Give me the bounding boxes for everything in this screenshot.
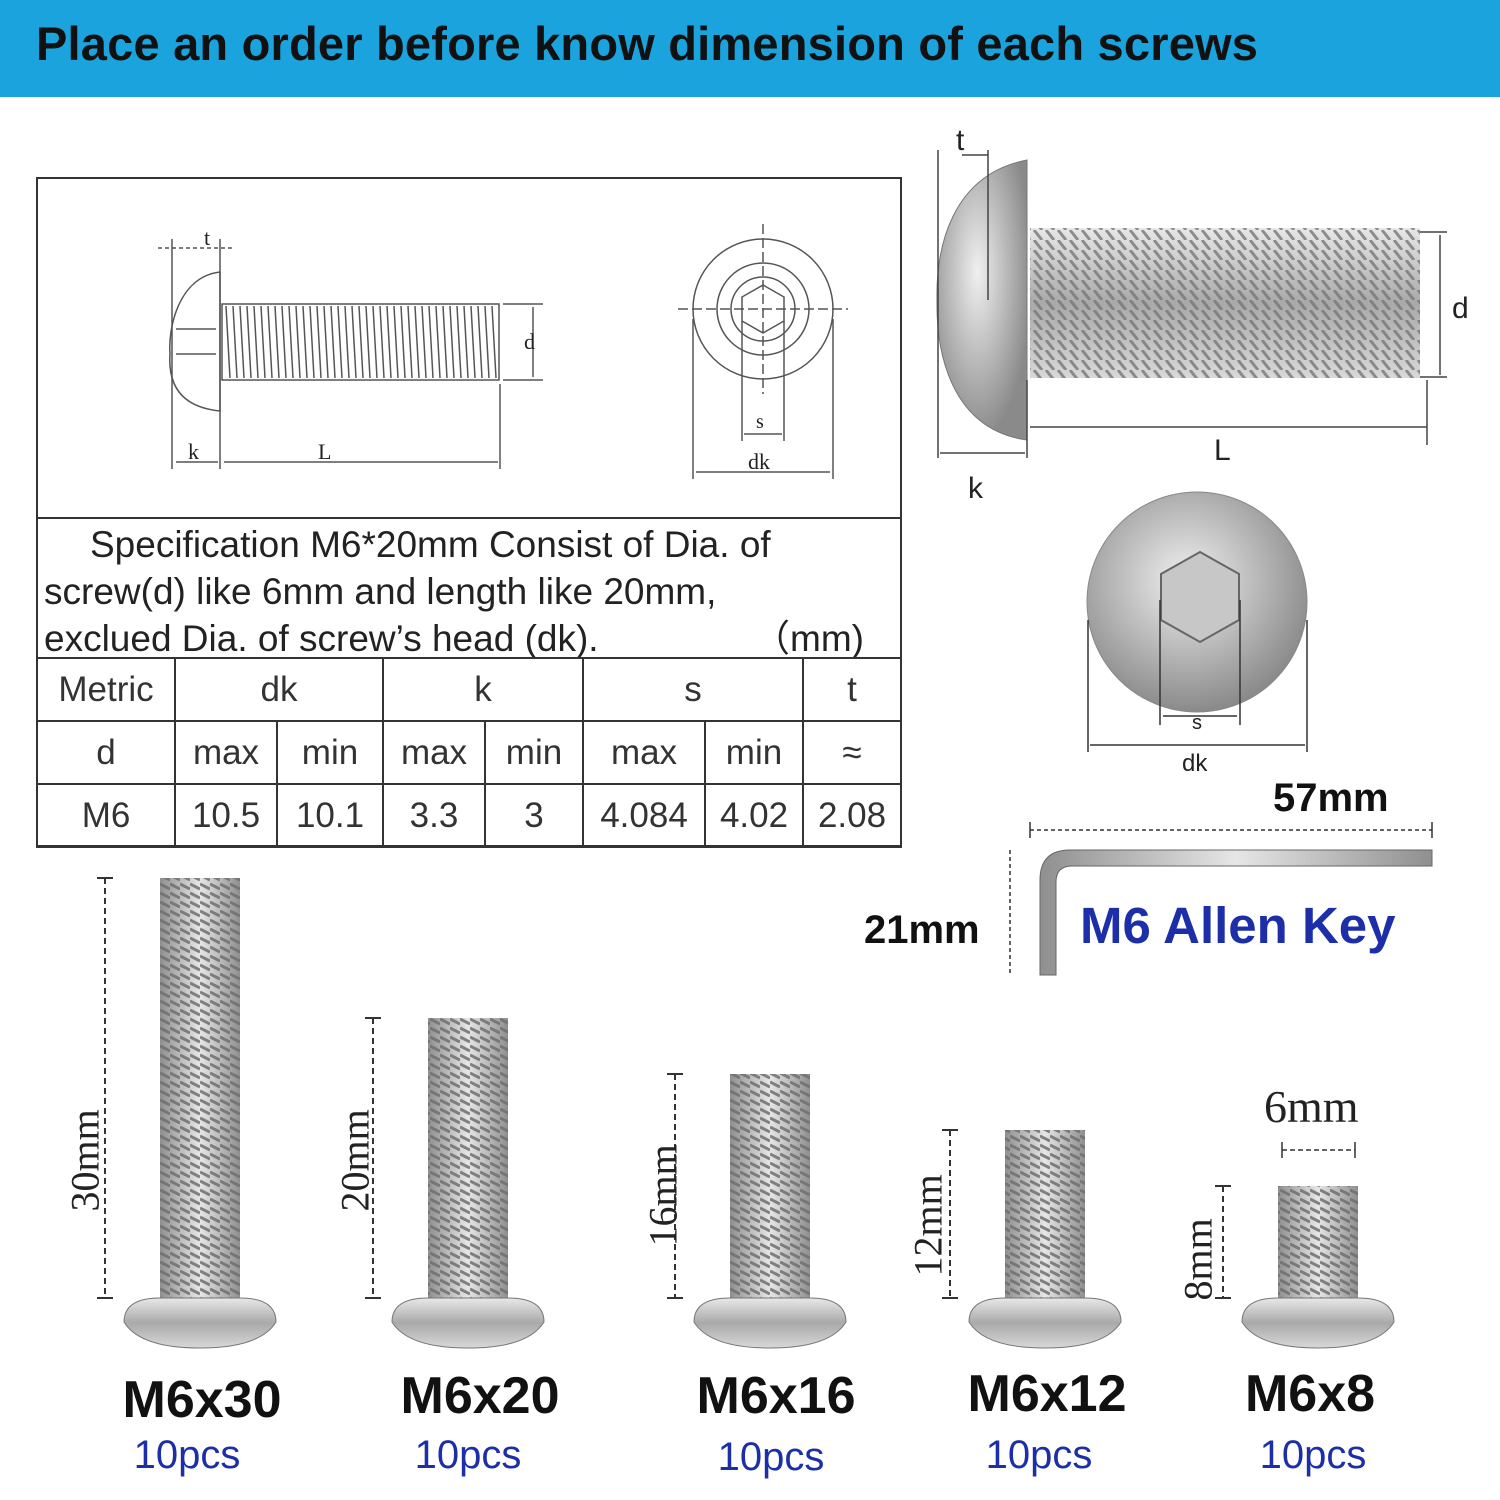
drawing-shank xyxy=(221,303,500,381)
drawing-label-dk: dk xyxy=(748,449,770,474)
table-cell: min xyxy=(704,720,804,785)
screw-m6x8 xyxy=(1215,1185,1395,1349)
table-cell: M6 xyxy=(36,783,176,848)
table-cell: 3.3 xyxy=(382,783,486,848)
screw-length-label: 16mm xyxy=(640,1144,686,1247)
table-cell: 2.08 xyxy=(802,783,902,848)
table-cell: max xyxy=(582,720,706,785)
specification-panel: t d k L s dk Specification M6*20mm Consi… xyxy=(36,177,902,848)
table-cell: 4.084 xyxy=(582,783,706,848)
thread-diameter-label: 6mm xyxy=(1264,1081,1359,1132)
screw-m6x12 xyxy=(942,1129,1122,1349)
screw-end-photo xyxy=(1086,491,1308,752)
screw-drawing-svg xyxy=(158,224,848,479)
screw-length-label: 12mm xyxy=(905,1174,951,1277)
screw-qty-label: 10pcs xyxy=(985,1433,1093,1477)
drawing-head xyxy=(169,271,221,412)
table-cell: d xyxy=(36,720,176,785)
photo-label-dk: dk xyxy=(1182,750,1208,777)
table-cell: 10.1 xyxy=(276,783,384,848)
drawing-label-L: L xyxy=(318,439,332,464)
table-header-row: Metric dk k s t xyxy=(36,657,902,722)
table-cell: 3 xyxy=(484,783,584,848)
spec-note-line-1: Specification M6*20mm Consist of Dia. of xyxy=(90,524,771,565)
photo-label-t: t xyxy=(956,124,965,157)
photo-label-d: d xyxy=(1452,292,1469,325)
banner-title: Place an order before know dimension of … xyxy=(36,17,1259,70)
screw-qty-label: 10pcs xyxy=(1259,1433,1367,1477)
photo-label-s: s xyxy=(1192,712,1202,734)
screw-size-label: M6x8 xyxy=(1244,1365,1376,1423)
screw-m6x20 xyxy=(365,1017,545,1349)
table-cell: s xyxy=(582,657,804,722)
drawing-label-s: s xyxy=(756,411,764,433)
drawing-label-t: t xyxy=(204,225,211,250)
table-cell: min xyxy=(484,720,584,785)
screw-set xyxy=(97,877,1395,1349)
allen-key-drawing xyxy=(1009,822,1433,976)
screw-size-label: M6x20 xyxy=(400,1367,560,1425)
screw-length-label: 8mm xyxy=(1175,1218,1221,1301)
drawing-label-d: d xyxy=(524,329,535,354)
screw-m6x30 xyxy=(97,877,277,1349)
screw-length-label: 20mm xyxy=(332,1109,378,1212)
title-banner: Place an order before know dimension of … xyxy=(0,0,1500,97)
table-cell: ≈ xyxy=(802,720,902,785)
table-cell: k xyxy=(382,657,584,722)
spec-note-line-2: screw(d) like 6mm and length like 20mm, xyxy=(44,571,717,612)
photo-label-k: k xyxy=(968,472,983,505)
table-cell: dk xyxy=(174,657,384,722)
spec-unit: （mm) xyxy=(753,618,864,659)
drawing-hex-socket xyxy=(741,284,785,334)
table-data-row: M6 10.5 10.1 3.3 3 4.084 4.02 2.08 xyxy=(36,783,902,848)
screw-size-label: M6x16 xyxy=(696,1367,856,1425)
technical-drawing: t d k L s dk xyxy=(38,179,900,519)
specification-note: Specification M6*20mm Consist of Dia. of… xyxy=(44,521,894,662)
drawing-label-k: k xyxy=(188,439,199,464)
dimension-table: Metric dk k s t d max min max min max mi… xyxy=(36,657,902,848)
allen-key-length: 57mm xyxy=(1273,776,1389,820)
table-subheader-row: d max min max min max min ≈ xyxy=(36,720,902,785)
spec-note-line-3: exclued Dia. of screw’s head (dk). xyxy=(44,618,599,659)
diameter-marker xyxy=(1281,1142,1356,1158)
screw-m6x16 xyxy=(667,1073,847,1349)
allen-key-title: M6 Allen Key xyxy=(1080,897,1396,954)
screw-size-label: M6x12 xyxy=(967,1365,1127,1423)
table-cell: Metric xyxy=(36,657,176,722)
table-cell: max xyxy=(174,720,278,785)
screw-qty-label: 10pcs xyxy=(717,1435,825,1479)
screw-length-label: 30mm xyxy=(62,1109,108,1212)
photo-label-L: L xyxy=(1214,434,1231,467)
screw-qty-label: 10pcs xyxy=(133,1433,241,1477)
table-cell: 10.5 xyxy=(174,783,278,848)
table-cell: 4.02 xyxy=(704,783,804,848)
screw-qty-label: 10pcs xyxy=(414,1433,522,1477)
allen-key-short-length: 21mm xyxy=(864,908,980,952)
screw-side-photo xyxy=(936,150,1447,458)
table-cell: t xyxy=(802,657,902,722)
screw-size-label: M6x30 xyxy=(122,1371,282,1429)
table-cell: min xyxy=(276,720,384,785)
table-cell: max xyxy=(382,720,486,785)
